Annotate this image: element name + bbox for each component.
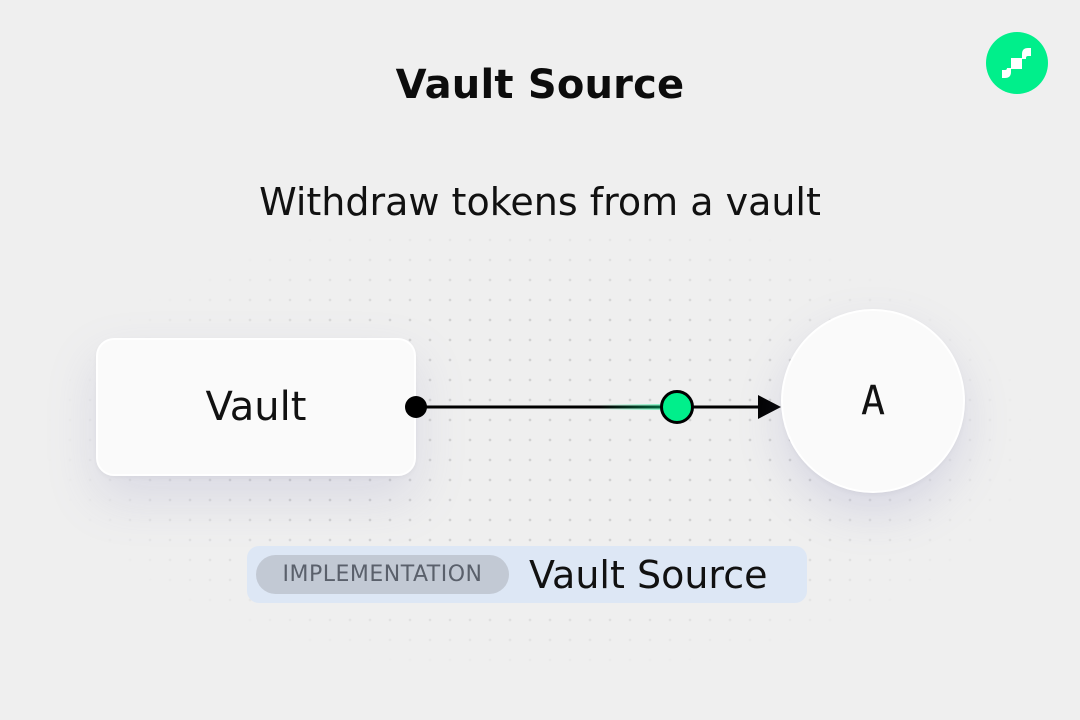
arrowhead: [758, 395, 781, 419]
implementation-tag: IMPLEMENTATION: [256, 555, 509, 594]
account-a-label: A: [860, 378, 886, 424]
vault-node-label: Vault: [205, 384, 307, 430]
flow-logo-icon: [986, 32, 1048, 94]
connector-start-dot: [405, 396, 427, 418]
vault-node: Vault: [96, 338, 416, 476]
flow-trail: [600, 404, 672, 410]
page-title: Vault Source: [395, 62, 685, 108]
implementation-pill: IMPLEMENTATION Vault Source: [247, 546, 807, 603]
implementation-name: Vault Source: [529, 553, 768, 597]
flow-token-dot: [660, 390, 694, 424]
page-subtitle: Withdraw tokens from a vault: [259, 180, 821, 224]
account-a-node: A: [781, 309, 965, 493]
